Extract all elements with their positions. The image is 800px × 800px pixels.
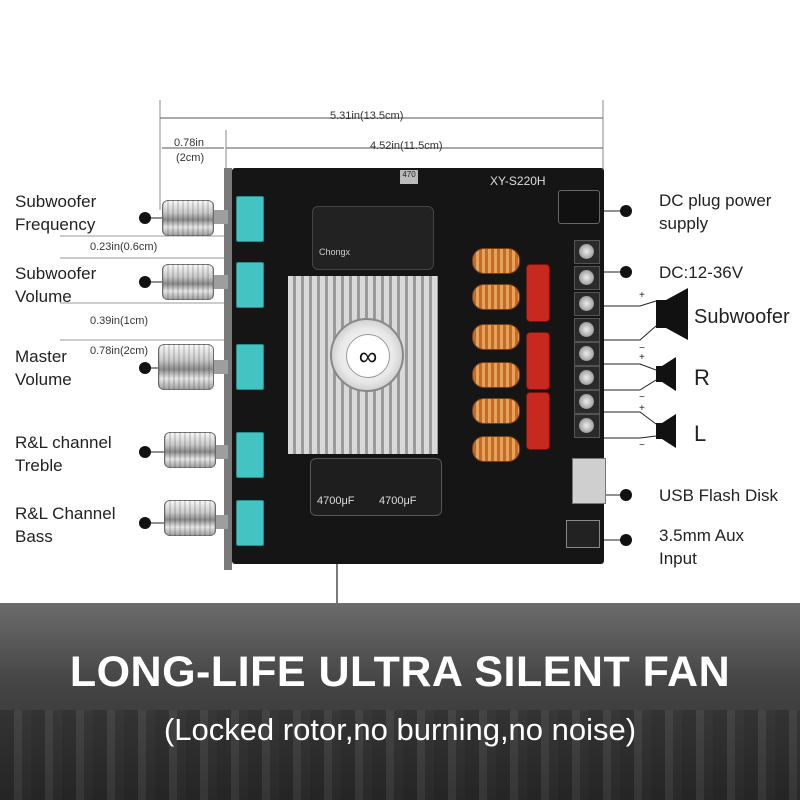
banner [0, 603, 800, 800]
dim-gap-mid: 0.39in(1cm) [90, 315, 149, 327]
speaker-label-subwoofer: Subwoofer [694, 306, 790, 328]
pcb-board: XY-S220H 470 Chongx ∞ 4700μF 4700μF [232, 168, 606, 564]
label-usb: USB Flash Disk [659, 486, 779, 505]
polarity-plus: + [639, 290, 645, 301]
callout-dot [139, 362, 151, 374]
speaker-label-left: L [694, 421, 707, 446]
polarity-minus: − [639, 440, 645, 451]
polarity-plus: + [639, 403, 645, 414]
front-panel [224, 168, 232, 570]
cap-brand: Chongx [319, 247, 351, 257]
inductor [472, 398, 520, 424]
dim-knob-spacing: 0.78in(2cm) [90, 345, 149, 357]
terminal[interactable] [574, 390, 600, 414]
banner-subline: (Locked rotor,no burning,no noise) [163, 712, 637, 747]
capacitor-top: Chongx [312, 206, 434, 270]
terminal[interactable] [574, 318, 600, 342]
banner-headline: LONG-LIFE ULTRA SILENT FAN [69, 648, 731, 696]
pot-master-volume [236, 344, 264, 390]
callout-dot [139, 276, 151, 288]
banner-background [0, 710, 800, 800]
callout-dot [139, 517, 151, 529]
terminal[interactable] [574, 342, 600, 366]
polarity-plus: + [639, 352, 645, 363]
subwoofer-speaker-icon [656, 288, 688, 340]
cooling-fan: ∞ [330, 318, 404, 392]
film-capacitor [526, 392, 550, 450]
dim-knob-depth-cm: (2cm) [176, 152, 205, 164]
cap-label-2: 4700μF [379, 495, 417, 507]
inductor [472, 284, 520, 310]
inductor [472, 248, 520, 274]
dim-overall: 5.31in(13.5cm) [330, 110, 404, 122]
terminal[interactable] [574, 366, 600, 390]
knob-subwoofer-volume[interactable] [162, 264, 214, 300]
callout-dot [139, 212, 151, 224]
inductor [472, 362, 520, 388]
polarity-minus: − [639, 392, 645, 403]
dim-gap-small: 0.23in(0.6cm) [90, 241, 158, 253]
board-model: XY-S220H [490, 174, 546, 188]
cap-label-1: 4700μF [317, 495, 355, 507]
polarity-minus: − [639, 343, 645, 354]
film-capacitor [526, 332, 550, 390]
dim-knob-depth: 0.78in [174, 137, 204, 149]
knob-master-volume[interactable] [158, 344, 214, 390]
fan-logo-icon: ∞ [346, 334, 390, 378]
capacitor-bottom: 4700μF 4700μF [310, 458, 442, 516]
pot-bass [236, 500, 264, 546]
resistor: 470 [400, 170, 418, 184]
label-dc-voltage: DC:12-36V [659, 263, 744, 282]
terminal[interactable] [574, 414, 600, 438]
pot-subwoofer-frequency [236, 196, 264, 242]
callout-dot [139, 446, 151, 458]
knob-bass[interactable] [164, 500, 216, 536]
film-capacitor [526, 264, 550, 322]
pot-treble [236, 432, 264, 478]
dim-board: 4.52in(11.5cm) [370, 140, 443, 152]
terminal[interactable] [574, 292, 600, 316]
right-speaker-icon [656, 357, 676, 391]
speaker-label-right: R [694, 365, 710, 390]
callout-dot [620, 205, 632, 217]
inductor [472, 436, 520, 462]
aux-jack[interactable] [566, 520, 600, 548]
pot-subwoofer-volume [236, 262, 264, 308]
dc-jack[interactable] [558, 190, 600, 224]
usb-port[interactable] [572, 458, 606, 504]
callout-dot [620, 534, 632, 546]
knob-treble[interactable] [164, 432, 216, 468]
callout-dot [620, 489, 632, 501]
callout-dot [620, 266, 632, 278]
terminal[interactable] [574, 240, 600, 264]
knob-subwoofer-frequency[interactable] [162, 200, 214, 236]
terminal[interactable] [574, 266, 600, 290]
inductor [472, 324, 520, 350]
left-speaker-icon [656, 414, 676, 448]
